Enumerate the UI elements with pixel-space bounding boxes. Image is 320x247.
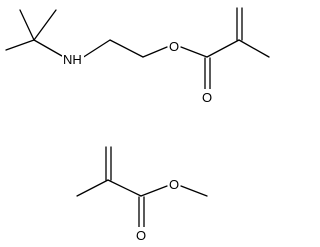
bond-ch2-to-ester-oxygen: [142, 46, 168, 58]
bond-nitrogen-to-ch2: [81, 39, 111, 59]
carbonyl-oxygen-label-bg-2: [135, 227, 147, 243]
bond-alpha-methyl: [238, 39, 270, 58]
ester-oxygen-label-bg-1: [168, 38, 180, 54]
bond-tbu-methyl-left: [5, 39, 35, 51]
bond-ester-oxygen-to-carbonyl: [180, 46, 208, 58]
ester-oxygen-label-bg-2: [168, 176, 180, 192]
bond-ethylene: [109, 39, 144, 58]
bond-tbu-methyl-top-right: [33, 9, 57, 41]
structure-canvas: NH O O O O: [5, 7, 270, 243]
chemical-structures-svg: NH O O O O: [5, 7, 270, 243]
molecule-mma: O O: [76, 146, 208, 243]
molecule-tbaema: NH O O: [5, 7, 270, 105]
bond-carbonyl-to-alpha: [206, 39, 240, 58]
bond-mma-alpha-to-carbonyl: [107, 179, 142, 197]
carbonyl-oxygen-label-2: O: [136, 228, 146, 243]
bond-mma-carbonyl-to-oxygen: [140, 185, 168, 197]
carbonyl-oxygen-label-1: O: [202, 90, 212, 105]
ester-oxygen-label-2: O: [169, 177, 179, 192]
bond-tbu-methyl-top-left: [19, 9, 35, 41]
nitrogen-label: NH: [63, 52, 82, 67]
bond-mma-alpha-methyl: [76, 179, 109, 197]
ester-oxygen-label-1: O: [169, 39, 179, 54]
carbonyl-oxygen-label-bg-1: [201, 89, 213, 105]
bond-mma-oxygen-to-methyl: [180, 185, 208, 197]
nitrogen-label-bg: [62, 51, 84, 67]
bond-tbu-to-nitrogen: [33, 39, 63, 57]
